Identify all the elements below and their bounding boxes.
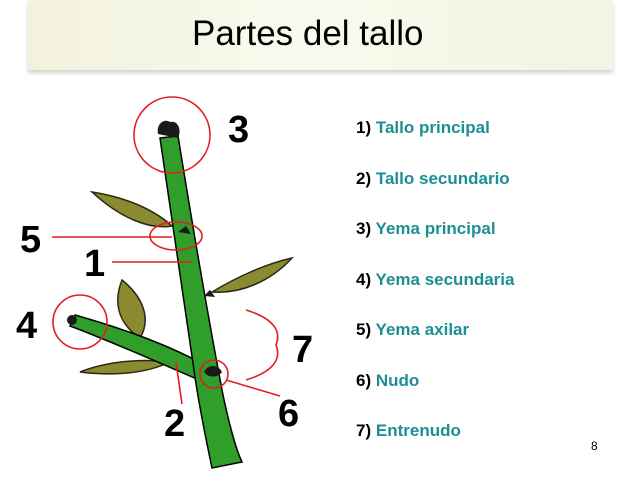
main-stem	[159, 135, 244, 469]
legend-item: 3) Yema principal	[356, 219, 496, 238]
legend-item: 5) Yema axilar	[356, 320, 470, 339]
parts-legend: 1) Tallo principal 2) Tallo secundario 3…	[356, 118, 514, 472]
callout-circle-6	[199, 359, 229, 389]
callout-line-2	[175, 361, 183, 405]
slide-title: Partes del tallo	[192, 14, 424, 53]
legend-item: 7) Entrenudo	[356, 421, 461, 440]
leaf-upper-left	[89, 190, 174, 228]
axillary-bud	[178, 226, 191, 234]
diagram-label-7: 7	[292, 329, 313, 371]
legend-item: 1) Tallo principal	[356, 118, 490, 137]
diagram-label-2: 2	[164, 403, 185, 445]
leaf-lower	[79, 359, 173, 375]
leaf-upper-right	[209, 256, 295, 293]
lateral-bud	[67, 315, 77, 325]
legend-item: 4) Yema secundaria	[356, 269, 515, 289]
legend-item: 6) Nudo	[356, 370, 420, 390]
callout-bracket-7	[245, 309, 279, 381]
node-bud	[204, 366, 222, 377]
callout-circle-4	[52, 294, 108, 350]
diagram-label-6: 6	[278, 393, 299, 435]
stem-diagram: 3 5 1 4 7 2 6	[16, 96, 313, 469]
diagram-label-5: 5	[20, 219, 41, 261]
terminal-bud	[157, 120, 180, 138]
diagram-label-3: 3	[228, 109, 249, 151]
upper-node-bud	[204, 290, 215, 297]
diagram-label-4: 4	[16, 305, 37, 347]
page-number: 8	[591, 439, 598, 453]
diagram-label-1: 1	[84, 243, 105, 285]
legend-item: 2) Tallo secundario	[356, 168, 510, 188]
title-band	[28, 0, 613, 70]
callout-circle-3	[133, 96, 211, 174]
callout-line-6	[225, 379, 281, 397]
callout-circle-5	[149, 221, 203, 251]
